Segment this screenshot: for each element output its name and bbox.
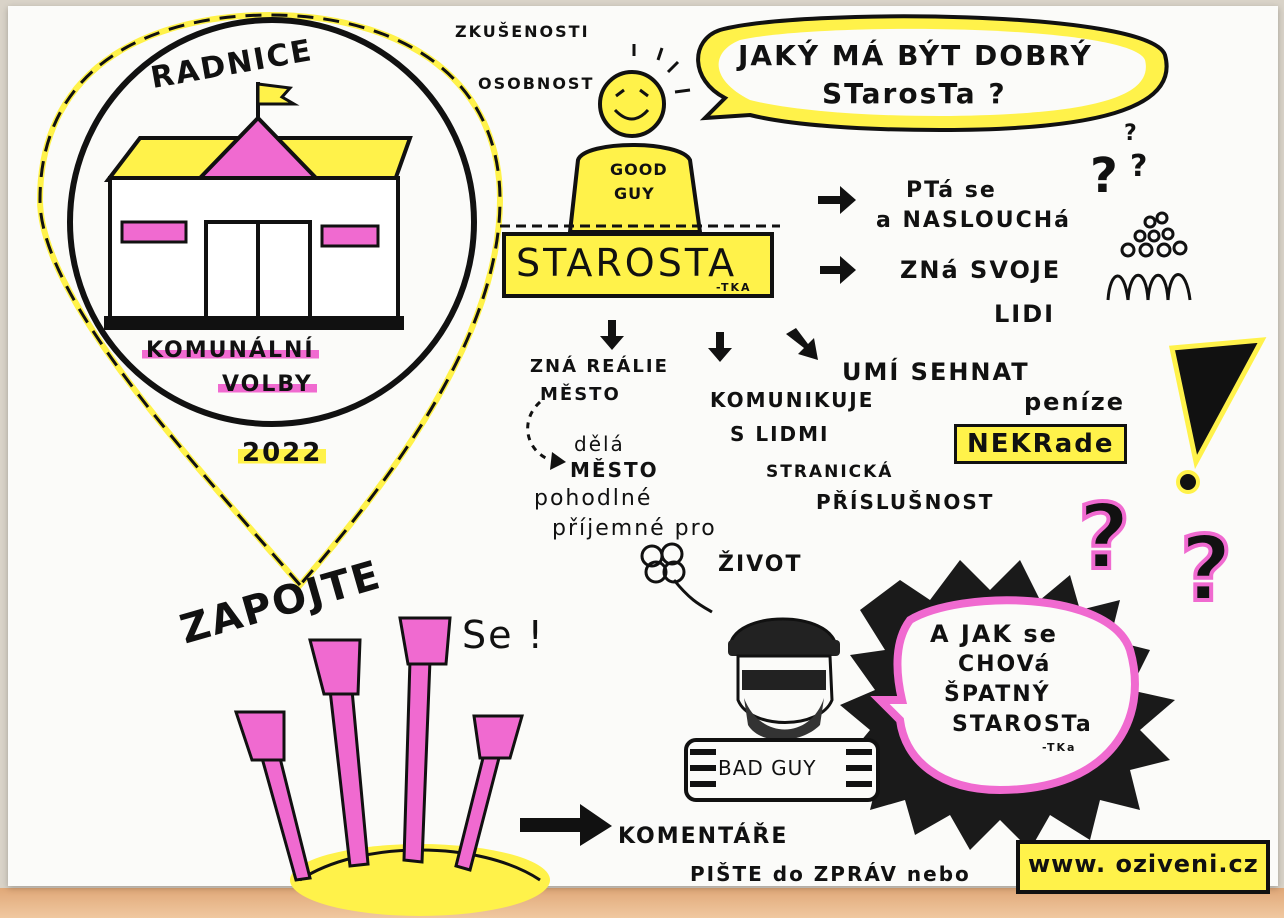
komunalni-label: KOMUNÁLNÍ (142, 340, 319, 362)
semnat-label: UMÍ SEHNAT (842, 358, 1030, 386)
realie-line-2: MĚSTO (540, 384, 621, 405)
starosta-suffix: -TKA (716, 281, 752, 294)
good-guy-figure (500, 44, 780, 298)
svg-text:?: ? (1130, 149, 1147, 184)
bad-speech-bubble (870, 596, 1139, 795)
town-hall-circle (67, 17, 477, 427)
trait-personality: OSOBNOST (478, 74, 595, 93)
dela-line-3: pohodlné (534, 486, 653, 511)
year-label: 2022 (238, 440, 327, 466)
realie-line-1: ZNÁ REÁLIE (530, 356, 669, 377)
point-asks-2: a NASLOUCHá (876, 208, 1071, 233)
bad-bubble-line-1: A JAK se (930, 620, 1058, 648)
stranicka-line-2: PŘÍSLUŠNOST (816, 490, 995, 514)
bad-guy-figure (684, 617, 880, 802)
volby-label: VOLBY (218, 374, 317, 396)
question-line-2: STarosTa ? (822, 77, 1007, 110)
komunikuje-line-2: S LIDMI (730, 422, 830, 446)
website-box (1016, 840, 1270, 894)
question-marks-icon: ? ? ? (1090, 121, 1147, 204)
good-guy-shirt-1: GOOD (610, 160, 668, 179)
stranicka-line-1: STRANICKÁ (766, 462, 894, 482)
piste-label: PIŠTE do ZPRÁV nebo (690, 862, 971, 886)
crowd-icon (1106, 211, 1192, 301)
clover-icon (640, 542, 713, 614)
dela-line-5: ŽIVOT (718, 552, 803, 577)
komunikuje-line-1: KOMUNIKUJE (710, 388, 875, 412)
town-hall-icon (103, 82, 413, 330)
point-knows-1: ZNá SVOJE (900, 256, 1062, 284)
svg-text:?: ? (1090, 148, 1118, 204)
starosta-label: STAROSTA (516, 241, 738, 285)
bad-guy-shirt: BAD GUY (718, 756, 817, 780)
trait-experience: ZKUŠENOSTI (455, 22, 590, 41)
website-link[interactable]: www. oziveni.cz (1028, 850, 1259, 878)
svg-text:?: ? (1180, 517, 1232, 622)
raised-hands-icon (233, 616, 550, 916)
komentare-label: KOMENTÁŘE (618, 824, 789, 849)
pink-question-marks-icon: ? ? (1076, 483, 1234, 624)
bad-bubble-line-5: -TKa (1042, 741, 1077, 754)
question-line-1: JAKÝ MÁ BÝT DOBRÝ (738, 39, 1093, 72)
svg-text:?: ? (1078, 485, 1130, 590)
good-guy-shirt-2: GUY (614, 184, 655, 203)
point-asks-1: PTá se (906, 178, 997, 203)
penize-label: peníze (1024, 388, 1126, 416)
bad-bubble-line-4: STAROSTa (952, 712, 1093, 737)
arrow-icons (520, 186, 856, 846)
dela-line-1: dělá (574, 432, 625, 456)
dela-line-4: příjemné pro (552, 516, 717, 541)
connector-curve (526, 400, 551, 462)
dela-line-2: MĚSTO (570, 458, 659, 482)
point-knows-2: LIDI (994, 300, 1056, 328)
bad-bubble-line-2: CHOVá (958, 652, 1052, 677)
se-label: Se ! (462, 613, 545, 657)
nekrade-label: NEKRade (954, 424, 1128, 464)
bad-bubble-line-3: ŠPATNÝ (944, 682, 1051, 707)
svg-text:?: ? (1124, 121, 1137, 146)
exclamation-icon (1168, 337, 1267, 494)
